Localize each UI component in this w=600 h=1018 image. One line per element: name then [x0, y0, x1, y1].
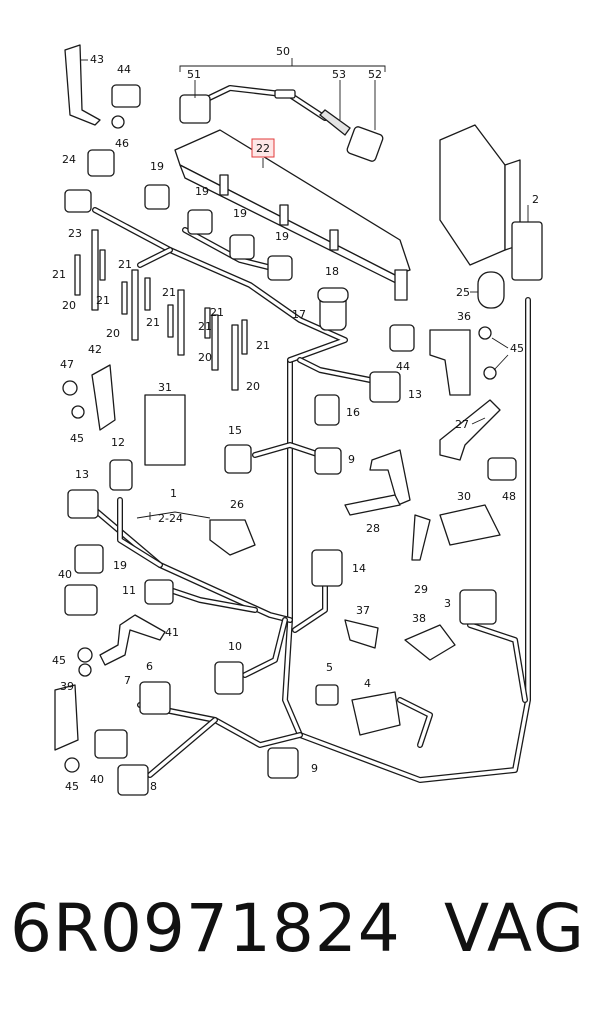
- callout-52: 52: [368, 68, 382, 81]
- callout-23: 23: [68, 227, 82, 240]
- brackets: [54, 44, 501, 773]
- callout-1: 1: [170, 487, 177, 500]
- callout-43: 43: [90, 53, 104, 66]
- wiring-harness-diagram: 50 51 53 52 43 44 46 24 19 19 19 19 23 1…: [52, 44, 543, 796]
- callout-44-right: 44: [396, 360, 410, 373]
- callout-20-a: 20: [62, 299, 76, 312]
- callout-21-c: 21: [96, 294, 110, 307]
- callout-50: 50: [276, 45, 290, 58]
- callout-40-b: 40: [90, 773, 104, 786]
- callout-28: 28: [366, 522, 380, 535]
- callout-19-c: 19: [233, 207, 247, 220]
- callout-21-a: 21: [52, 268, 66, 281]
- callout-36: 36: [457, 310, 471, 323]
- connector-rail-22: [174, 129, 411, 301]
- callout-15: 15: [228, 424, 242, 437]
- callout-2-24: 2-24: [158, 512, 183, 525]
- callout-46: 46: [115, 137, 129, 150]
- callout-6: 6: [146, 660, 153, 673]
- callout-41: 41: [165, 626, 179, 639]
- callout-45-d: 45: [510, 342, 524, 355]
- callout-13-b: 13: [75, 468, 89, 481]
- callout-48: 48: [502, 490, 516, 503]
- callout-19-b: 19: [195, 185, 209, 198]
- callout-22: 22: [256, 142, 270, 155]
- callout-37: 37: [356, 604, 370, 617]
- callout-21-h: 21: [256, 339, 270, 352]
- callout-39: 39: [60, 680, 74, 693]
- callout-4: 4: [364, 677, 371, 690]
- callout-5: 5: [326, 661, 333, 674]
- callout-10: 10: [228, 640, 242, 653]
- callout-21-e: 21: [146, 316, 160, 329]
- callout-42: 42: [88, 343, 102, 356]
- callout-22-highlight: [251, 138, 275, 158]
- callout-24: 24: [62, 153, 76, 166]
- callout-19-a: 19: [150, 160, 164, 173]
- callout-53: 53: [332, 68, 346, 81]
- caption: 6R0971824 VAG: [0, 890, 600, 990]
- callout-11: 11: [122, 584, 136, 597]
- control-unit: [439, 124, 543, 309]
- callout-40-a: 40: [58, 568, 72, 581]
- callout-38: 38: [412, 612, 426, 625]
- callout-21-d: 21: [162, 286, 176, 299]
- callout-44-top: 44: [117, 63, 131, 76]
- terminal-pins: [74, 229, 248, 391]
- callout-45-b: 45: [52, 654, 66, 667]
- callout-47: 47: [60, 358, 74, 371]
- callout-29: 29: [414, 583, 428, 596]
- callout-19-d: 19: [275, 230, 289, 243]
- callout-25: 25: [456, 286, 470, 299]
- callout-3: 3: [444, 597, 451, 610]
- callout-26: 26: [230, 498, 244, 511]
- callout-16: 16: [346, 406, 360, 419]
- harness-wires: [92, 207, 531, 783]
- callout-13-a: 13: [408, 388, 422, 401]
- part-number: 6R0971824: [10, 890, 401, 967]
- callout-21-g: 21: [198, 320, 212, 333]
- callout-21-f: 21: [210, 306, 224, 319]
- callout-9-a: 9: [348, 453, 355, 466]
- callout-45-c: 45: [65, 780, 79, 793]
- callout-20-b: 20: [106, 327, 120, 340]
- callout-7: 7: [124, 674, 131, 687]
- callout-18: 18: [325, 265, 339, 278]
- callout-51: 51: [187, 68, 201, 81]
- callout-30: 30: [457, 490, 471, 503]
- callout-20-d: 20: [246, 380, 260, 393]
- connectors: [64, 84, 517, 796]
- callout-27: 27: [455, 418, 469, 431]
- callout-labels: 50 51 53 52 43 44 46 24 19 19 19 19 23 1…: [52, 45, 539, 793]
- cable-assembly-50: [179, 58, 386, 162]
- callout-19-e: 19: [113, 559, 127, 572]
- leader-lines: [80, 59, 529, 520]
- callout-21-b: 21: [118, 258, 132, 271]
- callout-2: 2: [532, 193, 539, 206]
- callout-31: 31: [158, 381, 172, 394]
- callout-14: 14: [352, 562, 366, 575]
- callout-9-b: 9: [311, 762, 318, 775]
- callout-45-a: 45: [70, 432, 84, 445]
- brand-label: VAG: [443, 890, 586, 967]
- callout-8: 8: [150, 780, 157, 793]
- callout-17: 17: [292, 308, 306, 321]
- callout-20-c: 20: [198, 351, 212, 364]
- callout-12: 12: [111, 436, 125, 449]
